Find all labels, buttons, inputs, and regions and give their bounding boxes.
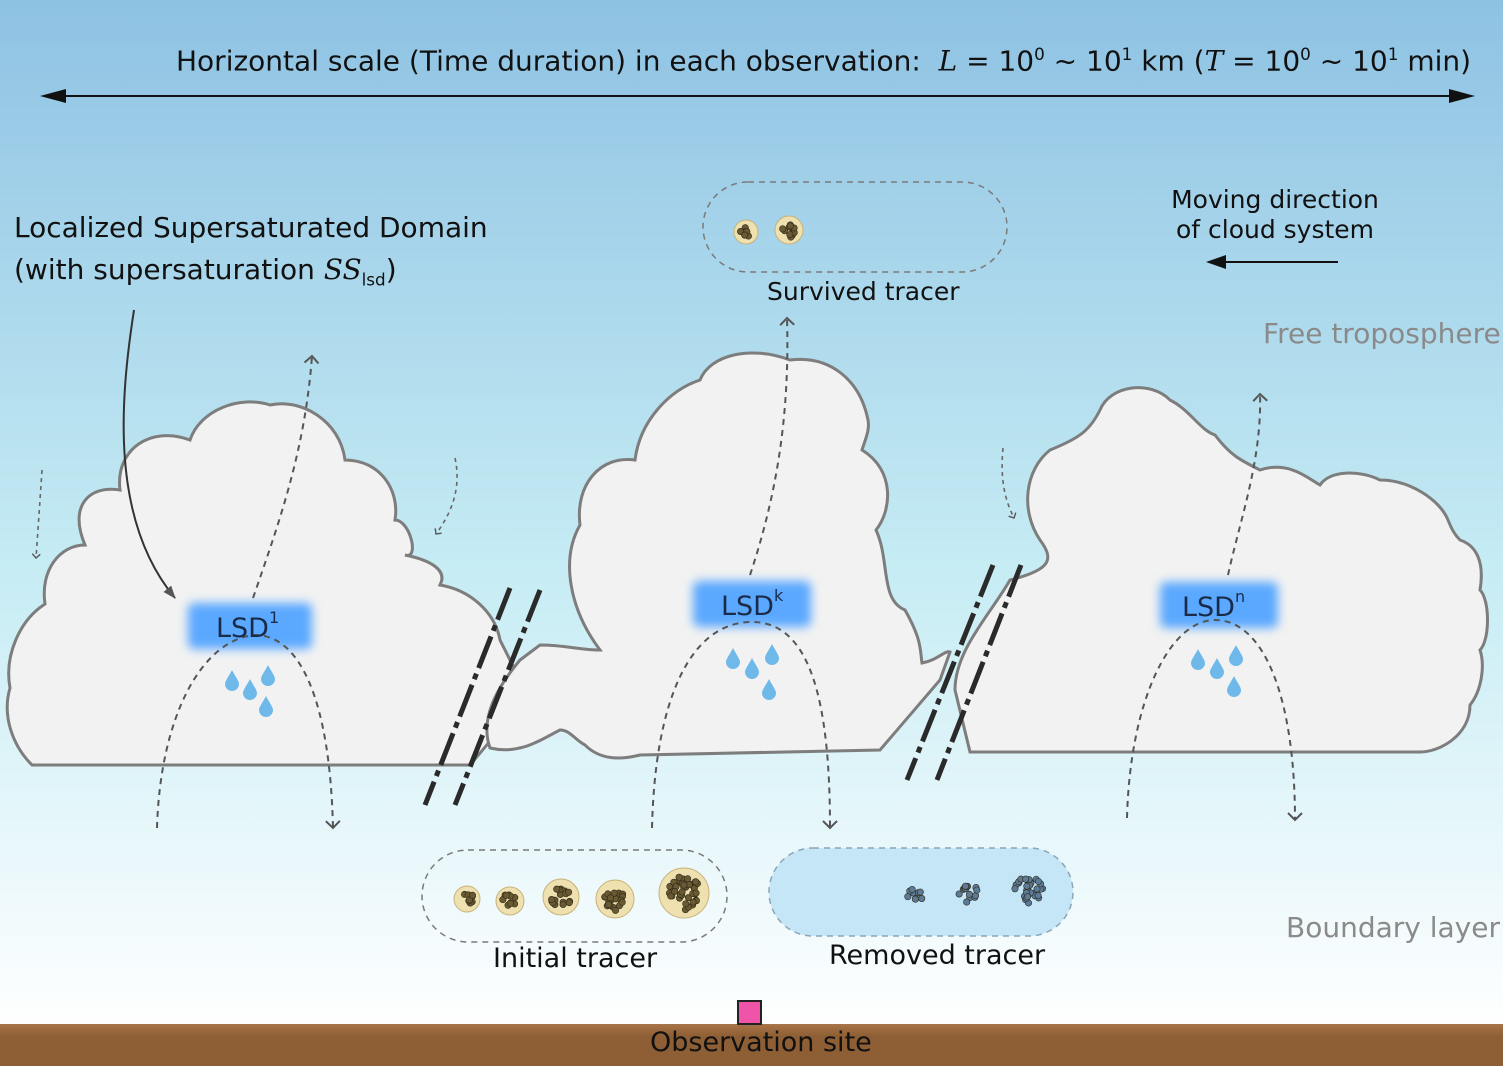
scale-min: min) xyxy=(1398,44,1472,78)
removed-tracer-particle xyxy=(904,885,926,903)
moving-direction-line2: of cloud system xyxy=(1175,215,1375,244)
survived-tracer-particle xyxy=(774,215,804,245)
lsd-glow-k xyxy=(693,581,811,627)
lsd-definition-label: Localized Supersaturated Domain (with su… xyxy=(14,207,488,301)
scale-header: Horizontal scale (Time duration) in each… xyxy=(176,44,1471,77)
scale-L-symbol: L xyxy=(938,44,958,78)
free-troposphere-label: Free troposphere xyxy=(1263,317,1501,350)
moving-direction-label: Moving direction of cloud system xyxy=(1160,185,1390,245)
airflow-paths xyxy=(156,316,1303,830)
droplet xyxy=(1210,658,1224,679)
scale-eq-T: = 10 xyxy=(1223,44,1301,78)
initial-tracer-box xyxy=(421,849,728,943)
observation-site-label: Observation site xyxy=(650,1027,872,1058)
lsd-definition-line2: (with supersaturation SSlsd) xyxy=(14,249,488,301)
break-mark-right xyxy=(904,564,1024,781)
cloud-left xyxy=(5,400,517,767)
initial-tracer-label: Initial tracer xyxy=(493,943,658,974)
droplet xyxy=(1191,649,1205,670)
lsd-glow-n xyxy=(1160,582,1278,628)
lsd-definition-prefix: (with supersaturation xyxy=(14,253,324,286)
lsd-label-k: LSDk xyxy=(721,586,784,622)
lsd-label-1: LSD1 xyxy=(216,608,280,644)
cloud-middle xyxy=(485,351,952,760)
initial-tracer-particle xyxy=(658,867,710,919)
droplet xyxy=(762,679,776,700)
scale-eq-L: = 10 xyxy=(957,44,1035,78)
removed-tracer-particle xyxy=(955,882,981,906)
lsd-definition-suffix: ) xyxy=(385,253,397,286)
circulation-left xyxy=(156,633,341,830)
scale-km: km ( xyxy=(1132,44,1205,78)
lsd-definition-line1: Localized Supersaturated Domain xyxy=(14,211,488,244)
observation-site-marker xyxy=(737,1000,762,1025)
moving-direction-arrow xyxy=(1206,255,1338,269)
lsd-pointer-arrow xyxy=(122,309,176,599)
droplet xyxy=(243,679,257,700)
ss-subscript: lsd xyxy=(361,269,386,290)
scale-exp1-T: 1 xyxy=(1387,44,1399,64)
ss-symbol: SS xyxy=(323,253,362,286)
circulation-right xyxy=(1126,618,1303,822)
survived-tracer-box xyxy=(702,181,1008,273)
break-mark-left xyxy=(422,587,543,806)
removed-tracer-label: Removed tracer xyxy=(829,940,1046,971)
initial-tracer-particle xyxy=(595,879,635,919)
droplet xyxy=(259,696,273,717)
initial-tracer-particle xyxy=(542,878,580,916)
downdraft-arrows xyxy=(31,447,1017,559)
scale-tilde-T: ~ 10 xyxy=(1310,44,1388,78)
droplet xyxy=(225,670,239,691)
lsd-label-n: LSDn xyxy=(1182,587,1246,623)
updraft-right xyxy=(1227,392,1268,576)
ground xyxy=(0,1024,1503,1066)
droplet-groups xyxy=(225,644,1243,717)
cloud-right xyxy=(953,386,1489,754)
circulation-middle xyxy=(651,620,838,830)
updraft-middle xyxy=(749,316,795,576)
lsd-glow-1 xyxy=(188,603,312,649)
removed-tracer-particle xyxy=(1011,875,1047,907)
survived-tracer-label: Survived tracer xyxy=(767,277,960,306)
droplet xyxy=(1229,645,1243,666)
scale-T-symbol: T xyxy=(1204,44,1224,78)
initial-tracer-particle xyxy=(453,885,481,913)
droplet xyxy=(261,665,275,686)
scale-tilde-L: ~ 10 xyxy=(1044,44,1122,78)
tracer-particles xyxy=(453,215,1047,919)
boundary-layer-label: Boundary layer xyxy=(1286,911,1500,944)
scale-prefix: Horizontal scale (Time duration) in each… xyxy=(176,44,921,78)
survived-tracer-particle xyxy=(733,219,759,245)
droplet xyxy=(765,644,779,665)
scale-arrow xyxy=(40,89,1475,103)
scale-exp1-L: 1 xyxy=(1121,44,1133,64)
scale-exp0-L: 0 xyxy=(1034,44,1045,64)
scale-exp0-T: 0 xyxy=(1300,44,1311,64)
initial-tracer-particle xyxy=(495,886,525,916)
droplet xyxy=(1227,676,1241,697)
moving-direction-line1: Moving direction xyxy=(1171,185,1379,214)
droplet xyxy=(745,658,759,679)
droplet xyxy=(726,648,740,669)
